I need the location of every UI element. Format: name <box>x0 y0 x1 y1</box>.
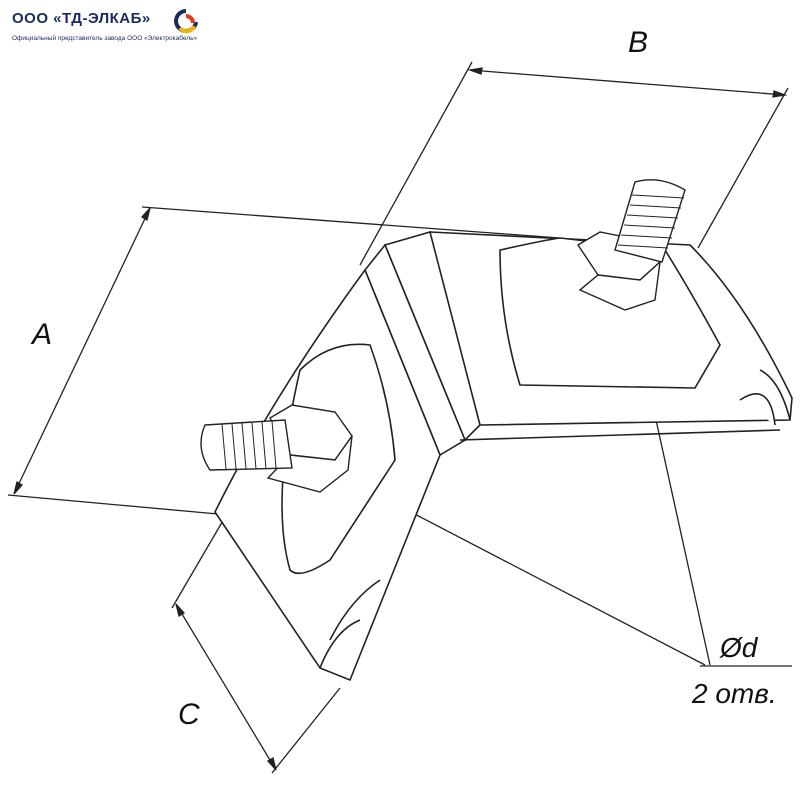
dimension-b-lines <box>359 61 789 266</box>
logo-mark-icon <box>174 9 198 34</box>
bracket-body <box>214 231 793 682</box>
left-bolt <box>200 404 353 493</box>
hole-diameter-label: Ød <box>720 632 758 663</box>
dimension-a-lines <box>7 206 561 515</box>
right-bolt <box>577 179 686 311</box>
company-logo: ООО «ТД-ЭЛКАБ» Официальный представитель… <box>12 8 232 48</box>
dimension-b-label: B <box>628 26 649 59</box>
dimension-c-label: C <box>178 698 200 731</box>
logo-title: ООО «ТД-ЭЛКАБ» <box>12 10 151 27</box>
dimension-a-label: A <box>32 318 53 351</box>
dimension-c-lines <box>171 511 341 774</box>
logo-subtitle: Официальный представитель завода ООО «Эл… <box>12 35 198 42</box>
hole-count-label: 2 отв. <box>692 678 777 709</box>
